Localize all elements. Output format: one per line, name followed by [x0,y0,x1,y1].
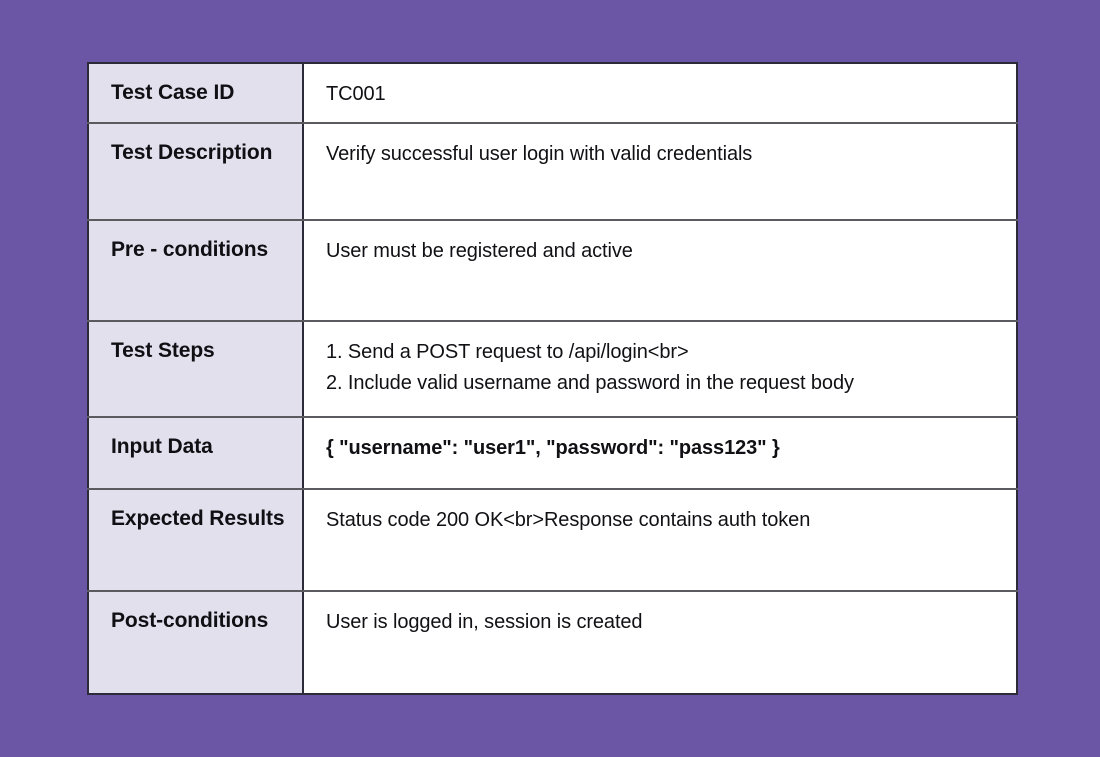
row-label-cell-input-data: Input Data [88,417,304,490]
row-label-cell-pre-conditions: Pre - conditions [88,220,304,322]
row-label-cell-test-description: Test Description [88,123,304,221]
table-row: Test Case ID TC001 [88,63,1017,124]
row-value-test-case-id: TC001 [326,83,386,105]
row-label-post-conditions: Post-conditions [111,609,269,632]
test-case-table-body: Test Case ID TC001 Test Description Veri… [88,63,1017,694]
row-label-cell-test-steps: Test Steps [88,321,304,418]
row-value-cell-test-steps: 1. Send a POST request to /api/login<br>… [303,321,1017,418]
table-row: Pre - conditions User must be registered… [88,220,1017,322]
row-label-test-description: Test Description [111,141,273,164]
row-value-post-conditions: User is logged in, session is created [326,611,643,633]
test-case-table-container: Test Case ID TC001 Test Description Veri… [87,62,1018,695]
test-case-table: Test Case ID TC001 Test Description Veri… [87,62,1018,695]
row-label-test-case-id: Test Case ID [111,81,235,104]
table-row: Test Description Verify successful user … [88,123,1017,221]
row-value-cell-post-conditions: User is logged in, session is created [303,591,1017,694]
row-label-cell-post-conditions: Post-conditions [88,591,304,694]
table-row: Input Data { "username": "user1", "passw… [88,417,1017,490]
row-value-test-steps: 1. Send a POST request to /api/login<br>… [326,341,854,394]
row-label-input-data: Input Data [111,435,213,458]
row-label-pre-conditions: Pre - conditions [111,238,269,261]
row-label-test-steps: Test Steps [111,339,215,362]
row-label-cell-test-case-id: Test Case ID [88,63,304,124]
row-label-cell-expected-results: Expected Results [88,489,304,592]
table-row: Post-conditions User is logged in, sessi… [88,591,1017,694]
table-row: Expected Results Status code 200 OK<br>R… [88,489,1017,592]
table-row: Test Steps 1. Send a POST request to /ap… [88,321,1017,418]
row-value-cell-expected-results: Status code 200 OK<br>Response contains … [303,489,1017,592]
row-value-cell-input-data: { "username": "user1", "password": "pass… [303,417,1017,490]
row-value-cell-pre-conditions: User must be registered and active [303,220,1017,322]
row-value-input-data: { "username": "user1", "password": "pass… [326,437,780,459]
row-value-expected-results: Status code 200 OK<br>Response contains … [326,509,811,531]
row-label-expected-results: Expected Results [111,507,285,530]
row-value-test-description: Verify successful user login with valid … [326,143,753,165]
row-value-cell-test-case-id: TC001 [303,63,1017,124]
row-value-cell-test-description: Verify successful user login with valid … [303,123,1017,221]
row-value-pre-conditions: User must be registered and active [326,240,633,262]
